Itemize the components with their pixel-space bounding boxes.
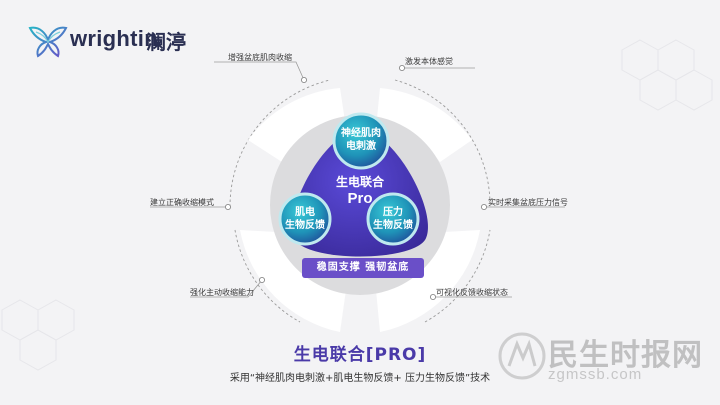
watermark-cn: 民生时报网 xyxy=(548,338,703,373)
brand-name-cn: 澜渟 xyxy=(146,30,186,54)
label-mid-left: 建立正确收缩模式 xyxy=(150,198,214,207)
circle-top-text: 神经肌肉 电刺激 xyxy=(334,127,388,153)
wrightin-logo-icon xyxy=(28,26,68,58)
circle-top xyxy=(332,112,390,170)
main-title: 生电联合[PRO] xyxy=(293,345,427,365)
label-connectors xyxy=(150,61,565,298)
circle-left-line2: 生物反馈 xyxy=(285,220,325,231)
label-mid-right: 实时采集盆底压力信号 xyxy=(488,198,568,207)
circle-left xyxy=(278,192,332,246)
watermark-logo-icon xyxy=(498,332,546,380)
center-text: 生电联合 Pro xyxy=(310,175,410,208)
center-line2: Pro xyxy=(347,190,373,207)
circle-left-line1: 肌电 xyxy=(295,207,315,218)
center-line1: 生电联合 xyxy=(335,175,384,189)
circle-right-line2: 生物反馈 xyxy=(373,220,413,231)
label-bottom-right: 可视化反馈收缩状态 xyxy=(436,288,508,297)
dashed-outer-ring xyxy=(229,79,491,323)
circle-right-text: 压力 生物反馈 xyxy=(366,206,420,232)
label-bottom-left: 强化主动收缩能力 xyxy=(190,288,254,297)
label-top-left: 增强盆底肌肉收缩 xyxy=(228,53,292,62)
watermark-en: zgmssb.com xyxy=(548,366,643,383)
circle-right xyxy=(366,192,420,246)
circle-top-line2: 电刺激 xyxy=(346,141,376,152)
label-top-right: 激发本体感觉 xyxy=(405,57,453,66)
connector-dots xyxy=(224,64,488,301)
circle-right-line1: 压力 xyxy=(383,207,403,218)
white-ring-segments xyxy=(240,88,480,332)
brand-name: wrightin xyxy=(70,26,158,51)
subtitle: 采用“神经肌肉电刺激+肌电生物反馈+ 压力生物反馈”技术 xyxy=(229,373,491,384)
circle-top-line1: 神经肌肉 xyxy=(341,128,381,139)
circle-left-text: 肌电 生物反馈 xyxy=(278,206,332,232)
slogan-badge: 稳固支撑 强韧盆底 xyxy=(302,258,424,278)
